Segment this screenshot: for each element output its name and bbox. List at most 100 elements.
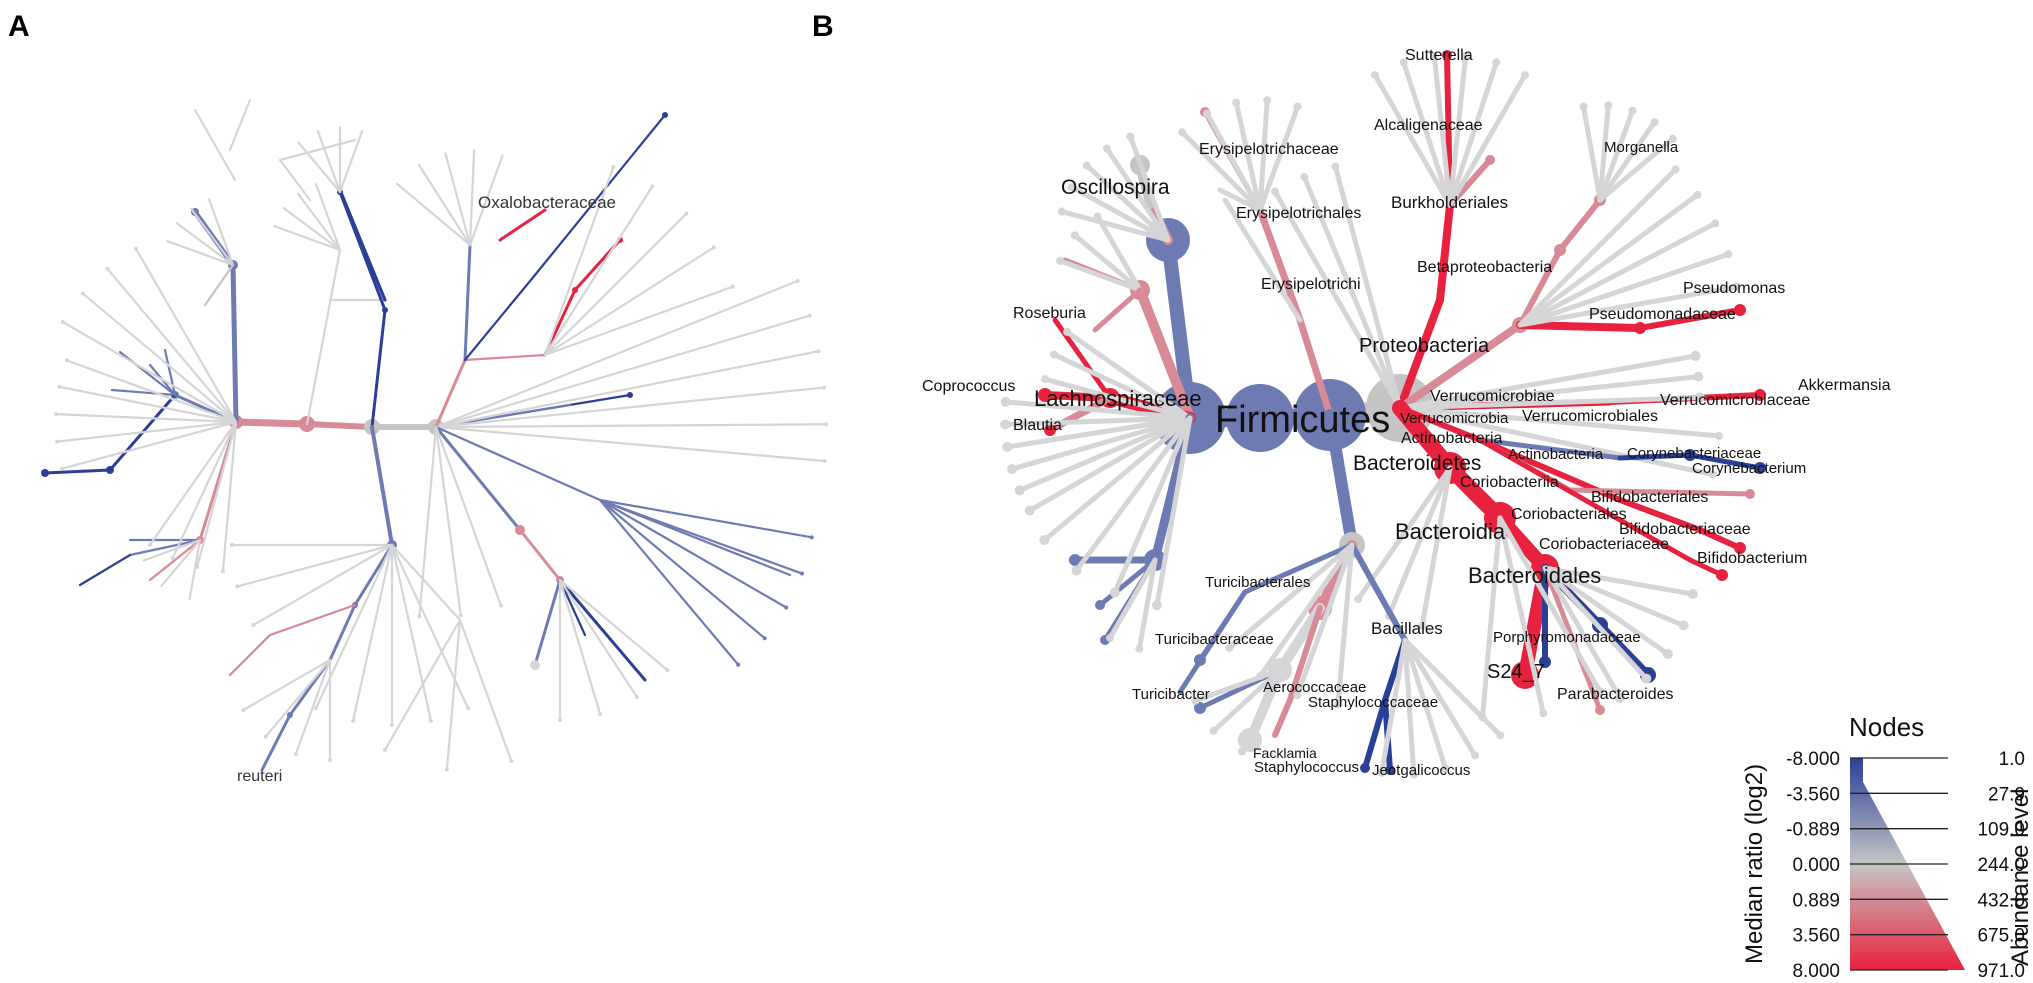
tree-leaf-node: [1102, 144, 1111, 153]
tree-leaf-node: [1056, 256, 1065, 265]
tree-node: [1095, 600, 1105, 610]
tree-leaf-node: [1293, 691, 1302, 700]
tree-edge: [558, 578, 587, 637]
tree-leaf-edge: [1517, 166, 1679, 328]
label-turicibacterales: Turicibacterales: [1205, 574, 1310, 591]
tree-edge: [390, 543, 462, 622]
tree-leaf-node: [1693, 190, 1702, 199]
legend-abundance-tick: 244.0: [1977, 855, 2025, 876]
legend-ratio-tick: -8.000: [1786, 749, 1840, 770]
tree-node: [1539, 656, 1551, 668]
tree-leaf-node: [823, 422, 828, 427]
tree-edge: [1617, 497, 1703, 533]
panel-a-labels: Oxalobacteraceae reuteri: [237, 193, 616, 785]
tree-leaf-node: [235, 584, 240, 589]
tree-leaf-node: [1371, 71, 1379, 80]
tree-leaf-node: [1334, 700, 1343, 709]
tree-node: [1385, 765, 1395, 775]
tree-leaf-edge: [434, 350, 820, 429]
tree-leaf-edge: [1517, 284, 1740, 328]
tree-leaf-edge: [314, 543, 394, 710]
tree-node: [287, 712, 293, 718]
tree-edge: [1287, 605, 1323, 703]
tree-leaf-edge: [543, 185, 654, 357]
tree-leaf-node: [1000, 396, 1011, 407]
tree-edge: [1041, 391, 1114, 402]
label-erysipelotrichales: Erysipelotrichales: [1236, 205, 1361, 222]
tree-leaf-edge: [148, 420, 238, 546]
tree-leaf-edge: [543, 246, 715, 357]
tree-leaf-node: [730, 284, 735, 289]
tree-node-clostridiales: [1226, 384, 1294, 452]
tree-leaf-edge: [1294, 542, 1355, 698]
tree-leaf-node: [816, 349, 821, 354]
tree-leaf-edge: [1497, 515, 1603, 694]
tree-leaf-edge: [1542, 565, 1687, 628]
tree-leaf-edge: [61, 420, 238, 470]
tree-edge: [338, 190, 387, 312]
tree-leaf-edge: [160, 538, 202, 588]
tree-leaf-node: [736, 662, 741, 667]
tree-leaf-node: [1709, 470, 1718, 479]
tree-leaf-node: [634, 694, 639, 699]
tree-leaf-edge: [598, 498, 813, 539]
tree-node: [530, 660, 540, 670]
tree-leaf-edge: [1112, 415, 1193, 595]
tree-edge: [1687, 452, 1763, 471]
tree-leaf-edge: [81, 292, 238, 424]
tree-leaf-edge: [598, 498, 788, 609]
legend-ratio-tick: 0.889: [1792, 890, 1840, 911]
tree-leaf-node: [1067, 183, 1076, 192]
label-bifidobacteriaceae: Bifidobacteriaceae: [1619, 521, 1751, 538]
tree-leaf-node: [466, 706, 471, 711]
tree-leaf-node: [313, 706, 318, 711]
tree-node: [1069, 554, 1081, 566]
tree-leaf-edge: [314, 183, 342, 252]
tree-leaf-node: [1668, 134, 1677, 143]
label-erysipelotrichi: Erysipelotrichi: [1261, 276, 1361, 293]
tree-edge: [232, 418, 311, 428]
tree-leaf-node: [1671, 165, 1680, 174]
panel-a-tree: [41, 98, 828, 772]
tree-edge: [278, 158, 312, 202]
tree-leaf-node: [170, 555, 175, 560]
tree-leaf-node: [1093, 212, 1102, 221]
tree-leaf-edge: [1204, 111, 1263, 213]
tree-leaf-node: [1106, 633, 1114, 642]
tree-leaf-edge: [458, 618, 513, 763]
tree-leaf-edge: [221, 420, 238, 573]
legend-ratio-tick: -3.560: [1786, 784, 1840, 805]
tree-edge: [533, 113, 667, 277]
tree-leaf-node: [1596, 687, 1604, 696]
tree-leaf-edge: [1211, 667, 1283, 734]
label-coriobacteriia: Coriobacteriia: [1460, 474, 1559, 491]
tree-node: [1595, 705, 1605, 715]
legend-abundance-tick: 675.0: [1977, 926, 2025, 947]
tree-leaf-node: [1354, 595, 1363, 604]
tree-edge: [43, 468, 112, 475]
tree-leaf-node: [1203, 109, 1212, 118]
tree-leaf-node: [57, 384, 62, 389]
tree-leaf-node: [1152, 600, 1163, 611]
tree-leaf-edge: [1397, 405, 1716, 478]
tree-leaf-node: [1492, 58, 1501, 67]
tree-edge: [110, 388, 177, 397]
tree-leaf-edge: [1447, 53, 1469, 208]
tree-node: [1038, 388, 1052, 402]
label-pseudomonas: Pseudomonas: [1683, 280, 1785, 297]
tree-leaf-edge: [1074, 415, 1193, 573]
tree-leaf-edge: [1004, 415, 1193, 450]
tree-node: [1716, 569, 1728, 581]
tree-leaf-node: [1271, 187, 1279, 196]
tree-leaf-edge: [134, 247, 238, 424]
tree-leaf-node: [263, 734, 268, 739]
tree-leaf-node: [1041, 375, 1050, 384]
tree-edge: [463, 353, 547, 362]
tree-edge: [203, 263, 235, 307]
tree-leaf-edge: [55, 413, 238, 424]
legend-abundance-tick: 971.0: [1977, 961, 2025, 982]
tree-leaf-node: [1732, 282, 1741, 291]
tree-edge: [1617, 452, 1693, 461]
tree-leaf-node: [1000, 419, 1011, 430]
tree-edge: [533, 578, 562, 667]
